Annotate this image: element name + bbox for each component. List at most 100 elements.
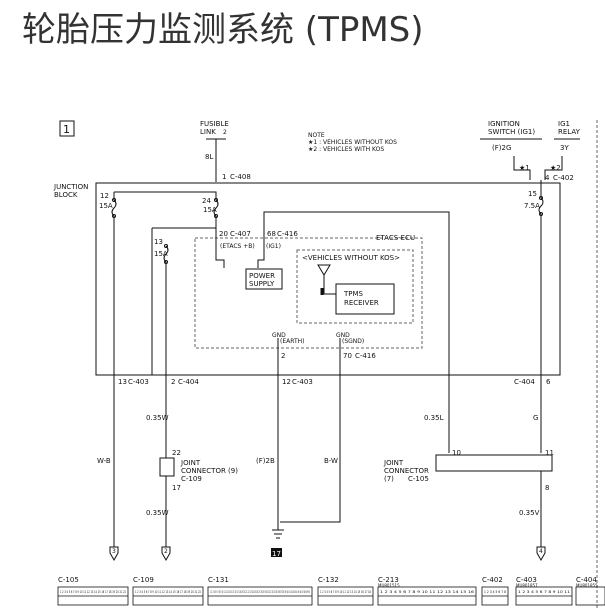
wire-label-wb: W-B (97, 457, 111, 465)
conn-c213-name: C-213 (378, 576, 399, 584)
conn-c403-pins: 1 2 3 4 5 6 7 8 9 10 11 (518, 590, 570, 594)
without-kos-label: <VEHICLES WITHOUT KOS> (302, 254, 400, 262)
conn-c131-pins: 1 2 3 4 5 6 7 8 9 10 11 12 13 14 15 16 1… (210, 590, 310, 594)
ig1-relay-code: 3Y (560, 144, 569, 152)
wire-gnd-earth (277, 338, 284, 531)
etacs-lbl-b: (ETACS +B) (220, 243, 255, 250)
conn-c404-name: C-404 (576, 576, 597, 584)
etacs-c407: C-407 (230, 230, 251, 238)
fuse-15 (538, 197, 544, 215)
power-supply-box (245, 268, 283, 290)
jc7-l3: (7) (384, 475, 394, 483)
bottom-pin-6: 6 (546, 378, 551, 386)
fusible-link-l1: FUSIBLE (200, 120, 229, 128)
conn-c403-name: C-403 (516, 576, 537, 584)
conn-c131-name: C-131 (208, 576, 229, 584)
fuse-12 (111, 199, 117, 217)
fusible-link-num: 2 (223, 129, 227, 136)
fuse-15-num: 15 (528, 190, 537, 198)
etacs-pin2: 2 (281, 352, 285, 360)
tpms-l1: TPMS (343, 290, 364, 298)
gnd-earth-l1: GND (272, 332, 286, 339)
without-kos-outline (296, 249, 414, 324)
power-supply-l1: POWER (249, 272, 275, 280)
etacs-pin20: 20 (219, 230, 228, 238)
jc7-pin-right: 11 (545, 449, 554, 457)
note-l2: ★2 : VEHICLES WITH KOS (308, 146, 384, 153)
terminal-2 (161, 546, 171, 562)
jc7-l1: JOINT (383, 459, 404, 467)
wire-label-bw: B-W (324, 457, 338, 465)
wire-ig1-relay (544, 156, 563, 180)
connector-diagrams (57, 586, 605, 606)
terminal-4-label: 4 (539, 548, 543, 555)
junction-block-l2: BLOCK (54, 191, 78, 199)
wire-label-035w-2: 0.35W (146, 509, 169, 517)
jc7-pin-bot: 8 (545, 484, 549, 492)
etacs-pin68: 68 (267, 230, 276, 238)
bottom-c416: C-416 (355, 352, 376, 360)
bottom-c403-b: C-403 (292, 378, 313, 386)
power-supply-l2: SUPPLY (249, 280, 275, 288)
wire-68-c416 (263, 211, 450, 453)
bottom-pin-13: 13 (118, 378, 127, 386)
terminal-4 (536, 546, 546, 562)
wire-2-c404 (151, 228, 167, 375)
bottom-c403-a: C-403 (128, 378, 149, 386)
conn-c213-pins: 1 2 3 4 5 6 7 8 9 10 11 12 13 14 15 16 (380, 590, 475, 594)
conn-c403-sub: MU801857 (516, 583, 538, 588)
ignition-l1: IGNITION (488, 120, 520, 128)
conn-c132-pins: 1 2 3 4 5 6 7 8 9 10 11 12 13 14 15 16 1… (320, 590, 371, 594)
bottom-pin-12: 12 (282, 378, 291, 386)
conn-c402-name: C-402 (482, 576, 503, 584)
wire-label-035v: 0.35V (519, 509, 540, 517)
star2-label: ★2 (550, 164, 561, 172)
wire-label-035l: 0.35L (424, 414, 444, 422)
joint-connector-9 (159, 457, 175, 477)
tpms-receiver-box (335, 283, 395, 315)
wire-gnd-sgnd (280, 338, 341, 523)
terminal-2-label: 2 (164, 548, 168, 555)
page-box (59, 120, 75, 137)
etacs-title: ETACS-ECU (376, 234, 415, 242)
jc7-conn: C-105 (408, 475, 429, 483)
c402-pin: 4 (545, 174, 550, 182)
fuse-13-num: 13 (154, 238, 163, 246)
conn-c109-name: C-109 (133, 576, 154, 584)
tpms-l2: RECEIVER (344, 299, 379, 307)
fusible-link-l2: LINK (200, 128, 216, 136)
bottom-c404-b: C-404 (514, 378, 535, 386)
junction-block-outline (95, 182, 561, 376)
wire-bus (113, 191, 217, 200)
c402-label: C-402 (553, 174, 574, 182)
junction-block-l1: JUNCTION (53, 183, 88, 191)
etacs-c416: C-416 (277, 230, 298, 238)
fuse-12-rating: 15A (99, 202, 113, 210)
conn-c109-pins: 1 2 3 4 5 6 7 8 9 10 11 12 13 14 15 16 1… (135, 590, 201, 594)
fuse-24-rating: 15A (203, 206, 217, 214)
c408-pin: 1 (222, 173, 226, 181)
etacs-ecu-outline (194, 237, 423, 349)
gnd-sgnd-l2: (SGND) (342, 338, 364, 345)
jc9-conn: C-109 (181, 475, 202, 483)
jc9-pin-top: 22 (172, 449, 181, 457)
note-l1: ★1 : VEHICLES WITHOUT KOS (308, 139, 397, 146)
wire-ignition (513, 156, 531, 180)
conn-c105-pins: 1 2 3 4 5 6 7 8 9 10 11 12 13 14 15 16 1… (60, 590, 126, 594)
conn-c213-sub: MU801515 (378, 583, 400, 588)
bottom-pin-70: 70 (343, 352, 352, 360)
wire-label-035w: 0.35W (146, 414, 169, 422)
star1-label: ★1 (519, 164, 530, 172)
joint-connector-7 (435, 454, 553, 472)
terminal-3 (109, 546, 119, 562)
ignition-l2: SWITCH (IG1) (488, 128, 535, 136)
jc9-pin-bot: 17 (172, 484, 181, 492)
jc7-pin-left: 10 (452, 449, 461, 457)
ignition-code: (F)2G (492, 144, 511, 152)
gnd-earth-l2: (EARTH) (280, 338, 305, 345)
page-box-label: 1 (63, 123, 70, 136)
page-title: 轮胎压力监测系统 (TPMS) (22, 10, 424, 50)
ig1-relay-l2: RELAY (558, 128, 581, 136)
fuse-12-num: 12 (100, 192, 109, 200)
